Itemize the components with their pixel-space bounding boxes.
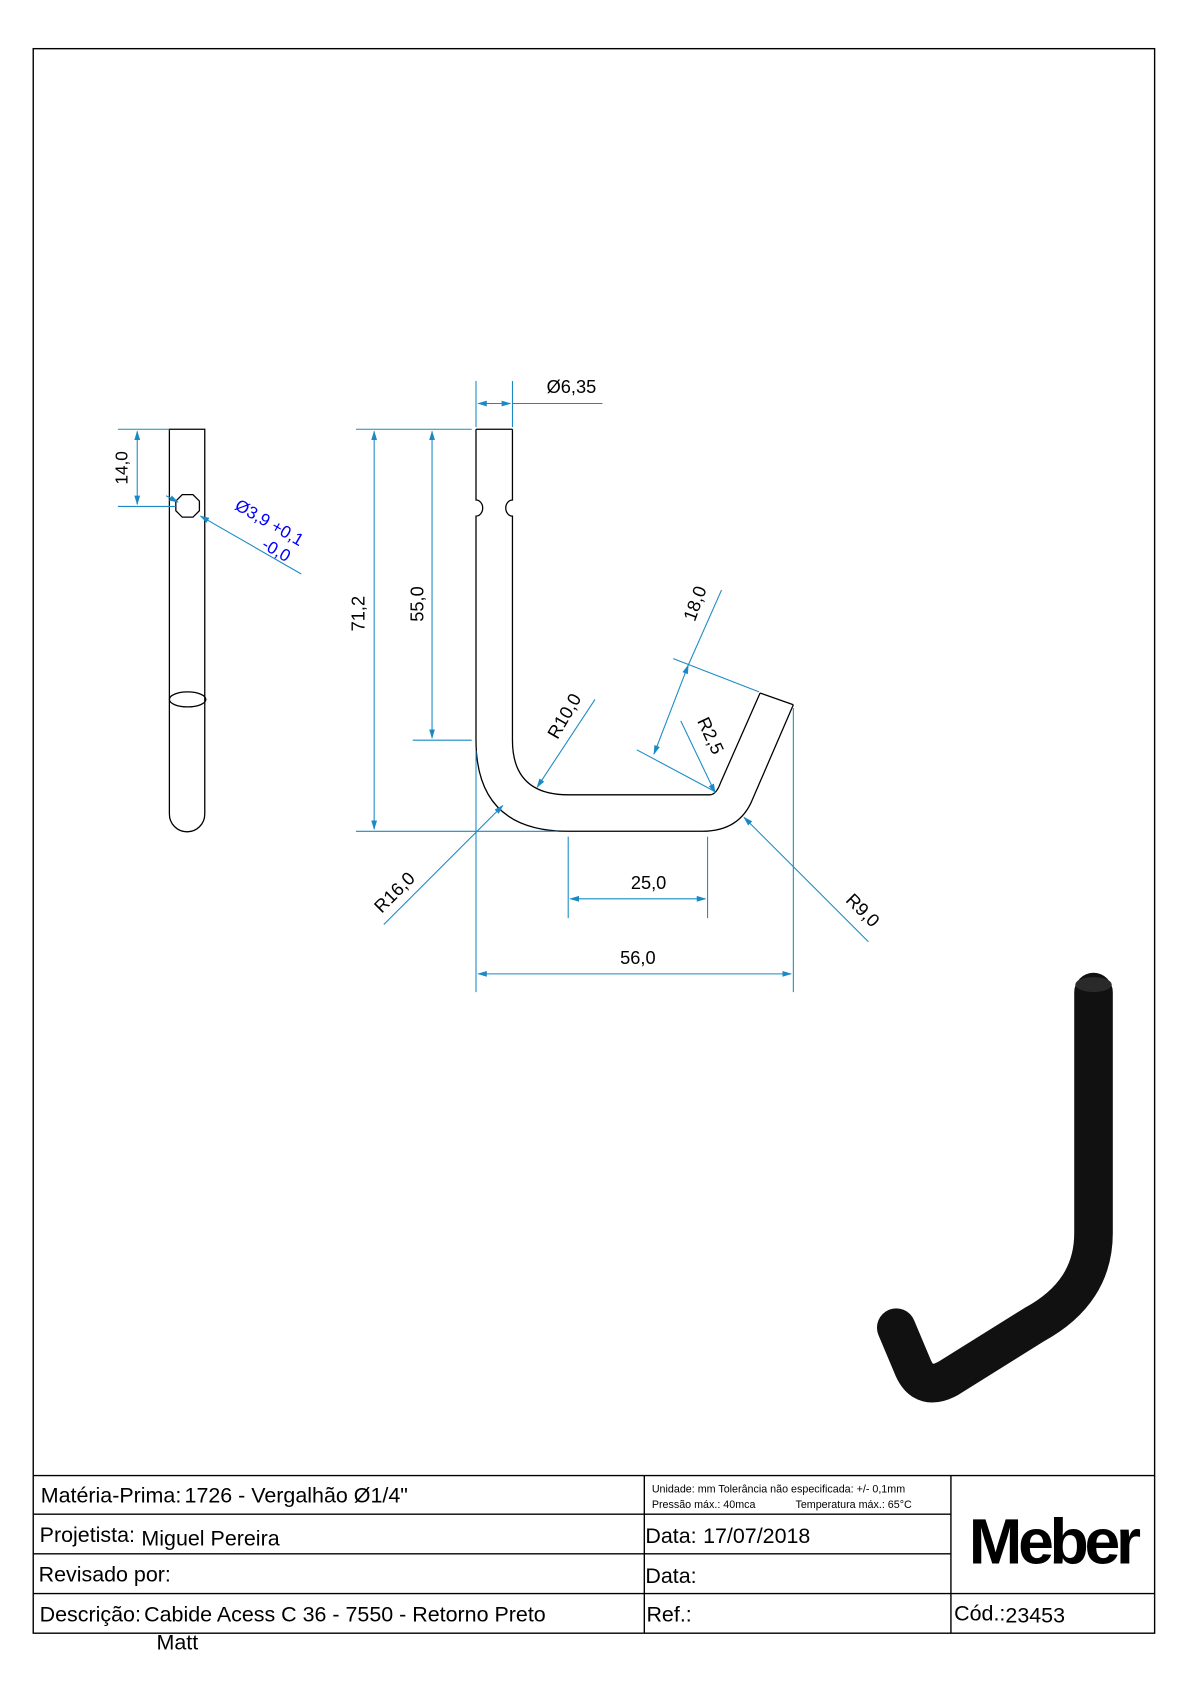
svg-text:Matéria-Prima:1726 - Vergalhão: Matéria-Prima:1726 - Vergalhão Ø1/4" [41, 1483, 408, 1507]
dim-total-width: 56,0 [620, 948, 655, 968]
svg-text:Data:17/07/2018: Data: 17/07/2018 [645, 1524, 810, 1548]
data-value: 17/07/2018 [703, 1524, 810, 1548]
ref-label: Ref.: [646, 1602, 691, 1626]
bend-section-ellipse [168, 691, 207, 708]
hook-3d-render [876, 972, 1113, 1403]
notes-pressure: Pressão máx.: 40mca [652, 1499, 756, 1511]
data2-label: Data: [645, 1564, 696, 1588]
svg-text:Cód.:23453: Cód.:23453 [954, 1601, 1065, 1627]
svg-text:Descrição:Cabide Acess C 36 -: Descrição:Cabide Acess C 36 - 7550 - Ret… [40, 1602, 546, 1626]
dim-diameter: Ø6,35 [547, 377, 597, 397]
side-view: 14,0 Ø3,9 +0,1 -0,0 [112, 428, 307, 833]
hook-outer-outline [475, 429, 794, 832]
notes-line1: Unidade: mm Tolerância não especificada:… [652, 1484, 905, 1496]
cod-label: Cód.: [954, 1601, 1005, 1625]
dim-hole-offset: 14,0 [112, 451, 132, 484]
cod-value: 23453 [1005, 1603, 1065, 1627]
dim-tip-radius: R2,5 [693, 714, 727, 757]
rod-side-outline [168, 428, 206, 833]
projetista-label: Projetista: [40, 1523, 135, 1547]
front-view: Ø6,35 71,2 55,0 R10,0 18,0 R2,5 R16,0 25… [349, 377, 883, 993]
svg-text:Projetista:Miguel Pereira: Projetista:Miguel Pereira [40, 1523, 280, 1550]
descricao-value: Cabide Acess C 36 - 7550 - Retorno Preto [144, 1602, 546, 1626]
descricao-value-line2: Matt [157, 1630, 199, 1654]
meber-logo: Meber [969, 1506, 1141, 1578]
dim-outer-radius: R16,0 [370, 868, 419, 917]
dim-outer-tip-radius: R9,0 [842, 890, 883, 931]
dim-total-height: 71,2 [349, 596, 369, 631]
materia-prima-value: 1726 - Vergalhão Ø1/4" [185, 1483, 408, 1507]
hole-outline [175, 494, 201, 518]
sheet-border [32, 47, 1156, 1634]
dim-bottom-length: 25,0 [631, 873, 666, 893]
title-block: Matéria-Prima:1726 - Vergalhão Ø1/4" Uni… [33, 1474, 1155, 1654]
descricao-label: Descrição: [40, 1602, 141, 1626]
dim-inner-radius: R10,0 [544, 690, 586, 742]
revisado-label: Revisado por: [39, 1563, 171, 1587]
materia-prima-label: Matéria-Prima: [41, 1483, 182, 1507]
dim-leg-length: 18,0 [680, 583, 711, 623]
data-label: Data: [645, 1524, 696, 1548]
leader-hole-diameter [199, 515, 302, 575]
dim-straight-height: 55,0 [407, 586, 427, 621]
notes-temperature: Temperatura máx.: 65°C [795, 1499, 912, 1511]
projetista-value: Miguel Pereira [141, 1526, 279, 1550]
